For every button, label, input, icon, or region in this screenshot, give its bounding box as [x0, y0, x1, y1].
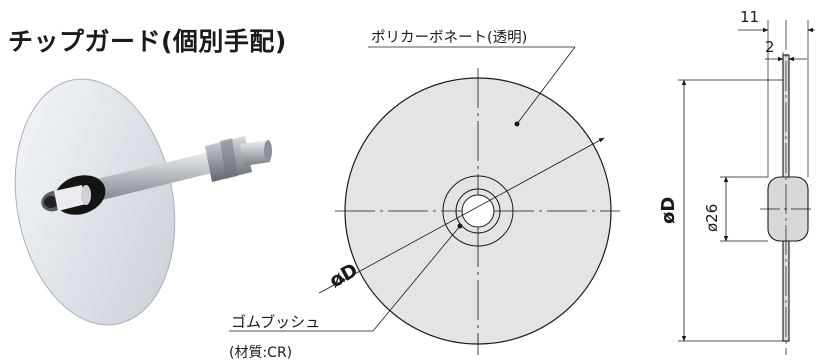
dimension-line-diameter — [339, 137, 605, 283]
label-rubber-material: (材質:CR) — [229, 345, 292, 361]
center-hole — [461, 194, 495, 228]
page-title: チップガード(個別手配) — [8, 27, 287, 56]
leader-bushing — [372, 225, 461, 332]
label-dim-thickness: 2 — [765, 38, 775, 56]
leader-cover — [516, 46, 576, 125]
dimension-extension — [318, 281, 341, 294]
rubber-bushing-3d — [41, 175, 106, 215]
product-3d-rendering — [14, 78, 272, 326]
label-diameter-side: øD — [658, 197, 679, 224]
front-view — [229, 46, 620, 355]
label-rubber-bushing: ゴムブッシュ — [231, 313, 320, 331]
label-dim-hole: ø26 — [703, 204, 721, 232]
side-view — [678, 20, 815, 355]
label-dim-width: 11 — [740, 8, 759, 26]
support-shaft — [76, 136, 272, 205]
label-material-cover: ポリカーボネート(透明) — [371, 29, 527, 46]
